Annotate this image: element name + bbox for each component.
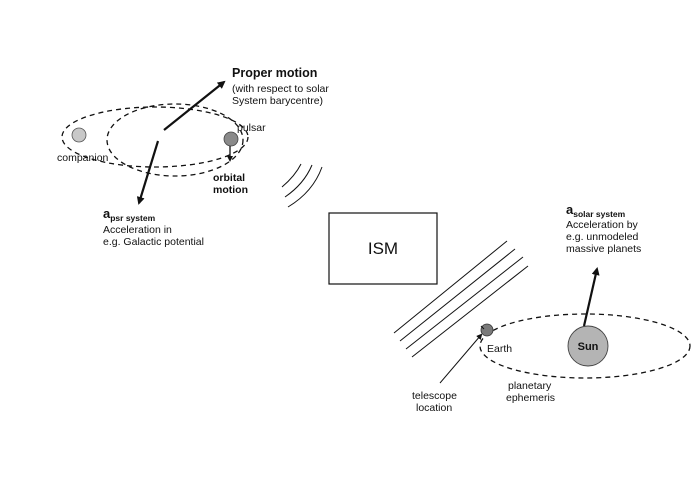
ism-box xyxy=(328,212,438,285)
psr-acceleration-line-2: e.g. Galactic potential xyxy=(103,236,204,248)
solar-acceleration-a: a xyxy=(566,202,574,217)
solar-acceleration-symbol: asolar system xyxy=(566,202,626,219)
earth-telescope-mark xyxy=(480,325,485,330)
solar-acceleration-line-2: e.g. unmodeled xyxy=(566,231,639,243)
proper-motion-arrow xyxy=(163,80,226,131)
earth-orbit xyxy=(479,313,691,379)
telescope-label-1: telescope xyxy=(412,390,457,402)
solar-acceleration-arrow xyxy=(582,267,600,327)
ism-label: ISM xyxy=(368,239,398,258)
incoming-wavefronts xyxy=(393,240,529,358)
orbital-motion-label-1: orbital xyxy=(213,172,245,184)
telescope-label-2: location xyxy=(416,402,452,414)
psr-acceleration-a: a xyxy=(103,206,111,221)
companion-label: companion xyxy=(57,152,109,164)
solar-acceleration-line-3: massive planets xyxy=(566,243,641,255)
psr-acceleration-symbol: apsr system xyxy=(103,206,156,223)
ephemeris-label-1: planetary xyxy=(508,380,552,392)
companion-star xyxy=(71,127,87,143)
proper-motion-line-1: (with respect to solar xyxy=(232,83,329,95)
earth-label: Earth xyxy=(487,343,512,355)
solar-acceleration-line-1: Acceleration by xyxy=(566,219,639,231)
pulsar-label: pulsar xyxy=(237,122,266,134)
orbital-motion-label-2: motion xyxy=(213,184,248,196)
proper-motion-line-2: System barycentre) xyxy=(232,95,323,107)
psr-acceleration-arrow xyxy=(136,140,160,205)
sun-label: Sun xyxy=(578,341,599,353)
solar-acceleration-subscript: solar system xyxy=(573,209,625,219)
companion-orbit xyxy=(61,106,249,168)
pulsar-star xyxy=(223,131,239,147)
pulsar-wavefronts xyxy=(281,163,323,208)
proper-motion-title: Proper motion xyxy=(232,66,317,80)
telescope-location-arrow xyxy=(439,333,483,384)
psr-acceleration-line-1: Acceleration in xyxy=(103,224,172,236)
psr-acceleration-subscript: psr system xyxy=(110,213,155,223)
pulsar-orbit xyxy=(106,103,244,177)
earth xyxy=(480,323,494,337)
ephemeris-label-2: ephemeris xyxy=(506,392,555,404)
sun xyxy=(567,325,609,367)
